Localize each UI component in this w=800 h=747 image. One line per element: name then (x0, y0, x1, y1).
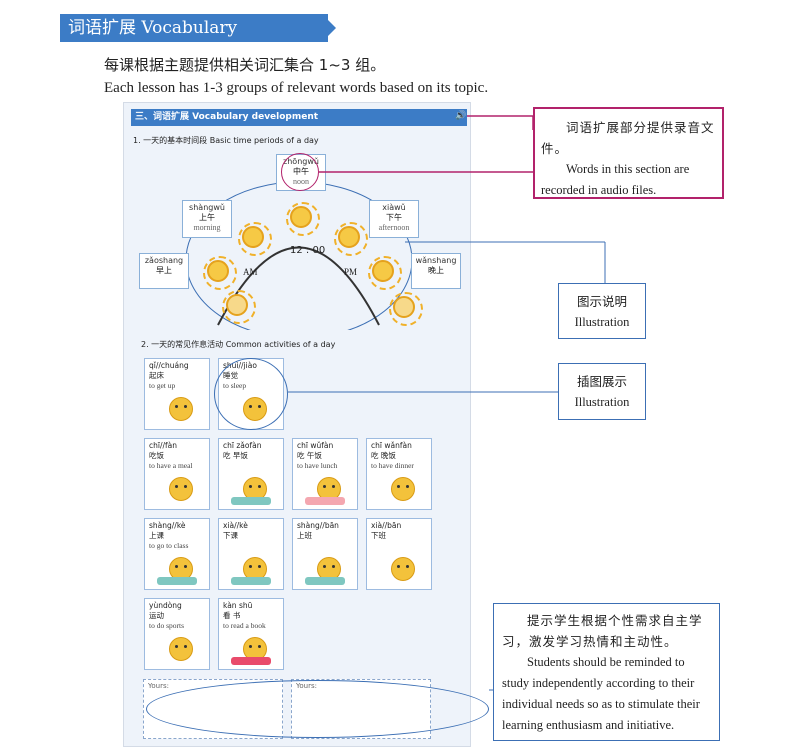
word-hanzi: 早上 (156, 266, 172, 275)
callout-english: Students should be reminded to study ind… (502, 655, 700, 732)
activity-hanzi: 下课 (223, 531, 238, 540)
activity-english: to have lunch (297, 461, 338, 470)
word-pinyin: zǎoshang (144, 256, 184, 265)
intro-chinese: 每课根据主题提供相关词汇集合 1~3 组。 (104, 56, 386, 74)
callout-chinese: 提示学生根据个性需求自主学习，激发学习热情和主动性。 (502, 613, 703, 649)
activity-pinyin: kàn shū (223, 601, 253, 610)
pm-label: PM (344, 267, 358, 277)
desk-illustration (157, 577, 197, 585)
sun-icon (238, 222, 272, 256)
activity-card: shàng//kè 上课 to go to class (144, 518, 210, 590)
sun-icon (389, 292, 423, 326)
sun-icon (334, 222, 368, 256)
word-box-afternoon: xiàwǔ 下午 afternoon (369, 200, 419, 238)
activity-hanzi: 吃 晚饭 (371, 451, 396, 460)
activity-hanzi: 吃饭 (149, 451, 164, 460)
activity-english: to get up (149, 381, 176, 390)
textbook-header: 三、词语扩展 Vocabulary development (131, 109, 467, 126)
clock-label: 12 : 00 (290, 245, 326, 256)
callout-chinese: 图示说明 (576, 294, 627, 309)
activity-card: xià//bān 下班 (366, 518, 432, 590)
activity-card: shàng//bān 上班 (292, 518, 358, 590)
activity-pinyin: yùndòng (149, 601, 182, 610)
cartoon-illustration (169, 477, 193, 501)
cartoon-illustration (169, 637, 193, 661)
word-box-evening: wǎnshang 晚上 (411, 253, 461, 289)
activity-card: yùndòng 运动 to do sports (144, 598, 210, 670)
section-banner: 词语扩展 Vocabulary development (60, 14, 336, 66)
illustration-callout: 图示说明 Illustration (558, 283, 646, 339)
sun-icon (286, 202, 320, 236)
noon-highlight (281, 153, 319, 191)
table-illustration (305, 497, 345, 505)
activity-english: to go to class (149, 541, 189, 550)
activity-card: chī wǔfàn 吃 午饭 to have lunch (292, 438, 358, 510)
activity-pinyin: chī zǎofàn (223, 441, 262, 450)
activity-hanzi: 吃 早饭 (223, 451, 248, 460)
sun-icon (222, 290, 256, 324)
callout-chinese: 插图展示 (576, 374, 627, 389)
activity-hanzi: 上班 (297, 531, 312, 540)
activity-pinyin: chī wǎnfàn (371, 441, 412, 450)
activity-hanzi: 上课 (149, 531, 164, 540)
sun-icon (368, 256, 402, 290)
activity-pinyin: shàng//bān (297, 521, 339, 530)
sun-icon (203, 256, 237, 290)
word-pinyin: wǎnshang (415, 256, 457, 265)
word-hanzi: 上午 (199, 213, 215, 222)
speaker-icon[interactable]: 🔊 (455, 111, 467, 121)
word-pinyin: xiàwǔ (382, 203, 406, 212)
yours-highlight (146, 680, 489, 738)
cartoon-illustration (391, 557, 415, 581)
activity-pinyin: shàng//kè (149, 521, 186, 530)
activity-card: chī wǎnfàn 吃 晚饭 to have dinner (366, 438, 432, 510)
activity-english: to do sports (149, 621, 185, 630)
activity-card: chī zǎofàn 吃 早饭 (218, 438, 284, 510)
yours-label: Yours: (148, 682, 169, 690)
activity-hanzi: 运动 (149, 611, 164, 620)
word-pinyin: shàngwǔ (189, 203, 225, 212)
activity-pinyin: chī//fàn (149, 441, 178, 450)
audio-callout: 词语扩展部分提供录音文件。 Words in this section are … (533, 107, 724, 199)
desk-illustration (305, 577, 345, 585)
illustration-highlight (214, 358, 288, 430)
am-label: AM (243, 267, 258, 277)
word-english: morning (193, 223, 221, 232)
activity-pinyin: xià//kè (223, 521, 248, 530)
section2-title: 2. 一天的常见作息活动 Common activities of a day (141, 340, 336, 349)
word-box-morning: shàngwǔ 上午 morning (182, 200, 232, 238)
callout-english: Illustration (574, 315, 630, 329)
cartoon-illustration (169, 397, 193, 421)
activity-card: qǐ//chuáng 起床 to get up (144, 358, 210, 430)
word-hanzi: 晚上 (428, 266, 444, 275)
activity-hanzi: 下班 (371, 531, 386, 540)
activity-hanzi: 吃 午饭 (297, 451, 322, 460)
self-study-callout: 提示学生根据个性需求自主学习，激发学习热情和主动性。 Students shou… (493, 603, 720, 741)
activity-english: to have dinner (371, 461, 414, 470)
section1-title: 1. 一天的基本时间段 Basic time periods of a day (133, 136, 319, 145)
activity-english: to read a book (223, 621, 266, 630)
activity-pinyin: xià//bān (371, 521, 402, 530)
activity-pinyin: qǐ//chuáng (149, 361, 189, 370)
activity-card: chī//fàn 吃饭 to have a meal (144, 438, 210, 510)
word-box-early-morning: zǎoshang 早上 (139, 253, 189, 289)
word-hanzi: 下午 (386, 213, 402, 222)
callout-chinese: 词语扩展部分提供录音文件。 (541, 120, 715, 156)
activity-pinyin: chī wǔfàn (297, 441, 334, 450)
table-illustration (231, 497, 271, 505)
cartoon-illustration (391, 477, 415, 501)
callout-english: Illustration (574, 395, 630, 409)
intro-english: Each lesson has 1-3 groups of relevant w… (104, 80, 489, 96)
activity-hanzi: 看 书 (223, 611, 241, 620)
desk-illustration (231, 577, 271, 585)
activity-hanzi: 起床 (149, 371, 164, 380)
word-english: afternoon (378, 223, 410, 232)
activity-english: to have a meal (149, 461, 193, 470)
book-illustration (231, 657, 271, 665)
activity-card: xià//kè 下课 (218, 518, 284, 590)
illustration-display-callout: 插图展示 Illustration (558, 363, 646, 420)
activity-card: kàn shū 看 书 to read a book (218, 598, 284, 670)
callout-english: Words in this section are recorded in au… (541, 162, 690, 197)
